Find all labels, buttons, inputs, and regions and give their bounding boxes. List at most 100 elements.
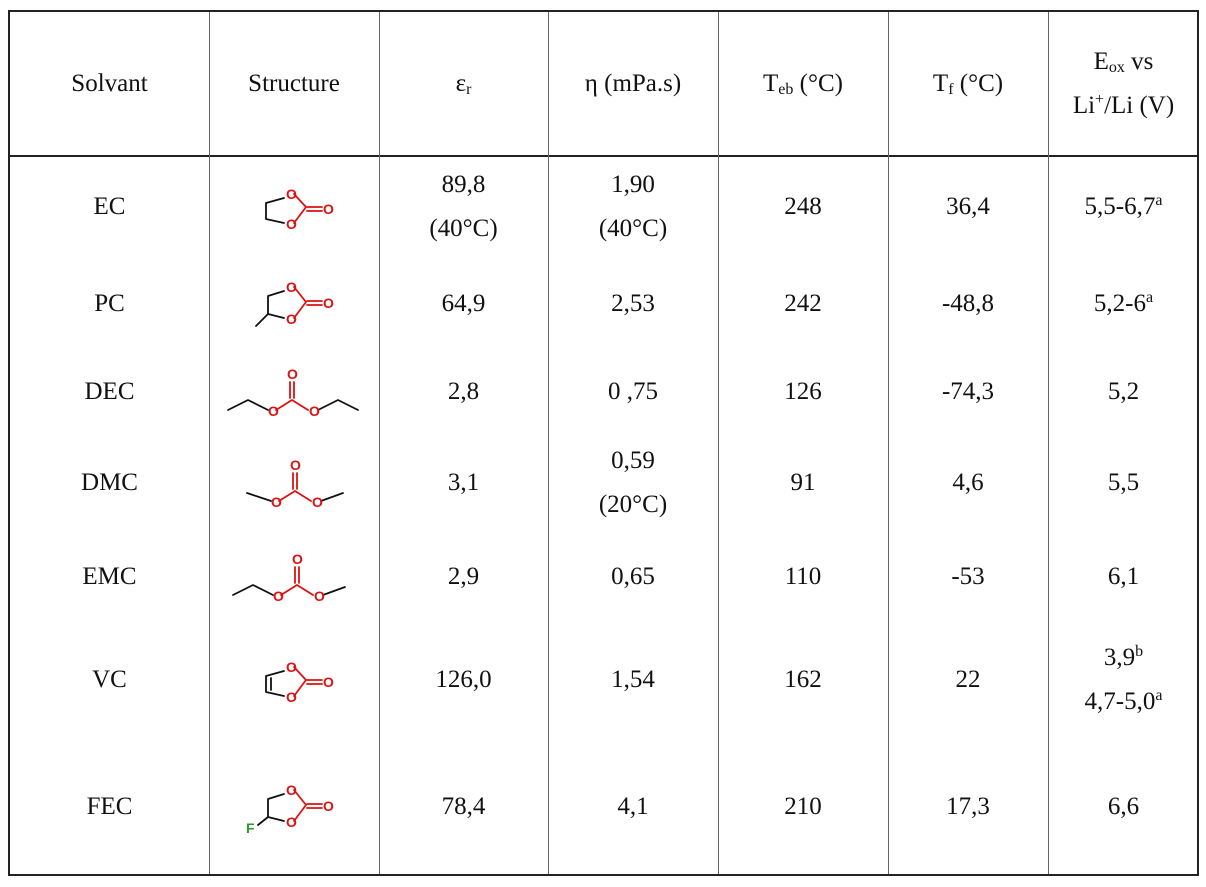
viscosity-note: (20°C) [598, 491, 668, 518]
viscosity-note: (40°C) [598, 215, 668, 242]
svg-text:O: O [314, 588, 325, 604]
cell-oxidation-potential: 6,1 [1048, 531, 1199, 622]
tf-subscript: f [948, 80, 954, 98]
eox-footnote-2: a [1155, 686, 1163, 704]
svg-text:O: O [271, 494, 282, 510]
melting-point-value: 4,6 [952, 469, 984, 496]
header-structure: Structure [209, 12, 379, 155]
oxidation-potential-value: 3,9b [1104, 636, 1143, 680]
cell-boiling-point: 242 [718, 259, 888, 348]
cell-permittivity: 78,4 [379, 737, 548, 876]
viscosity-value: 0 ,75 [608, 377, 658, 405]
svg-text:O: O [290, 457, 301, 473]
boiling-point-value: 248 [784, 193, 822, 220]
eox-footnote: a [1155, 192, 1163, 209]
cell-solvant: EMC [10, 531, 209, 622]
cell-viscosity: 1,54 [548, 622, 718, 737]
svg-text:O: O [286, 659, 297, 675]
melting-point-value: 36,4 [946, 193, 990, 220]
cell-viscosity: 1,90 (40°C) [548, 155, 718, 259]
header-boiling-text: Teb (°C) [763, 62, 843, 106]
cell-solvant: VC [10, 622, 209, 737]
permittivity-value: 64,9 [441, 289, 486, 317]
cell-viscosity: 0 ,75 [548, 348, 718, 435]
viscosity-value: 2,53 [611, 289, 655, 317]
header-solvant: Solvant [10, 12, 209, 155]
oxidation-potential-value: 5,2-6a [1094, 282, 1153, 326]
tf-symbol: T [932, 69, 949, 97]
viscosity-value: 0,59 [611, 447, 655, 474]
cell-melting-point: 4,6 [888, 435, 1048, 531]
oxidation-potential-value-2: 4,7-5,0a [1085, 680, 1163, 724]
solvant-name: EC [93, 193, 126, 220]
svg-text:O: O [323, 798, 334, 814]
svg-text:O: O [286, 311, 297, 327]
melting-point-value: -74,3 [941, 377, 995, 405]
eox-symbol: E [1093, 47, 1109, 75]
svg-text:O: O [268, 403, 279, 419]
cell-oxidation-potential: 5,5 [1048, 435, 1199, 531]
cell-viscosity: 4,1 [548, 737, 718, 876]
cell-boiling-point: 210 [718, 737, 888, 876]
cell-oxidation-potential: 5,2-6a [1048, 259, 1199, 348]
cell-oxidation-potential: 5,2 [1048, 348, 1199, 435]
header-divider [10, 155, 1197, 157]
svg-text:O: O [286, 814, 297, 830]
header-permittivity-text: εr [456, 62, 472, 106]
oxidation-potential-value: 5,5-6,7a [1085, 185, 1163, 229]
header-viscosity-text: η (mPa.s) [584, 69, 682, 97]
melting-point-value: -53 [951, 562, 985, 590]
header-boiling-point: Teb (°C) [718, 12, 888, 155]
cell-melting-point: 17,3 [888, 737, 1048, 876]
cell-permittivity: 2,8 [379, 348, 548, 435]
viscosity-value: 1,90 [611, 171, 655, 198]
solvant-name: EMC [82, 562, 137, 590]
cell-boiling-point: 126 [718, 348, 888, 435]
header-permittivity: εr [379, 12, 548, 155]
melting-point-value: 17,3 [946, 792, 990, 820]
cell-oxidation-potential: 6,6 [1048, 737, 1199, 876]
eox-footnote: a [1145, 288, 1154, 306]
cell-melting-point: -74,3 [888, 348, 1048, 435]
solvant-name: VC [92, 665, 127, 693]
eox-footnote: b [1135, 642, 1144, 660]
boiling-point-value: 242 [784, 289, 822, 317]
eox-number-2: 4,7-5,0 [1084, 687, 1156, 715]
eox-number: 5,5-6,7 [1084, 193, 1156, 220]
cell-permittivity: 2,9 [379, 531, 548, 622]
column-divider [888, 12, 889, 874]
header-oxidation-potential: Eox vs Li+/Li (V) [1048, 12, 1199, 155]
eox-number: 5,5 [1107, 469, 1140, 496]
header-melting-text: Tf (°C) [933, 62, 1003, 106]
cell-solvant: DMC [10, 435, 209, 531]
column-divider [379, 12, 380, 874]
header-solvant-text: Solvant [71, 69, 148, 97]
eox-number: 6,6 [1107, 792, 1140, 820]
viscosity-value: 0,65 [611, 562, 655, 590]
header-melting-point: Tf (°C) [888, 12, 1048, 155]
cell-permittivity: 126,0 [379, 622, 548, 737]
eox-plus: + [1095, 90, 1105, 108]
teb-symbol: T [763, 69, 779, 97]
header-eox-line1: Eox vs [1094, 40, 1154, 84]
solvant-name: DEC [84, 377, 135, 405]
solvant-name: DMC [81, 469, 138, 496]
permittivity-value: 3,1 [447, 469, 480, 496]
oxidation-potential-value: 6,1 [1108, 555, 1139, 599]
oxidation-potential-value: 5,2 [1108, 370, 1139, 414]
svg-text:O: O [286, 782, 297, 798]
cell-melting-point: 22 [888, 622, 1048, 737]
svg-text:F: F [246, 820, 255, 836]
permittivity-note: (40°C) [429, 215, 498, 242]
cell-permittivity: 89,8(40°C) [379, 155, 548, 259]
boiling-point-value: 210 [784, 792, 822, 820]
